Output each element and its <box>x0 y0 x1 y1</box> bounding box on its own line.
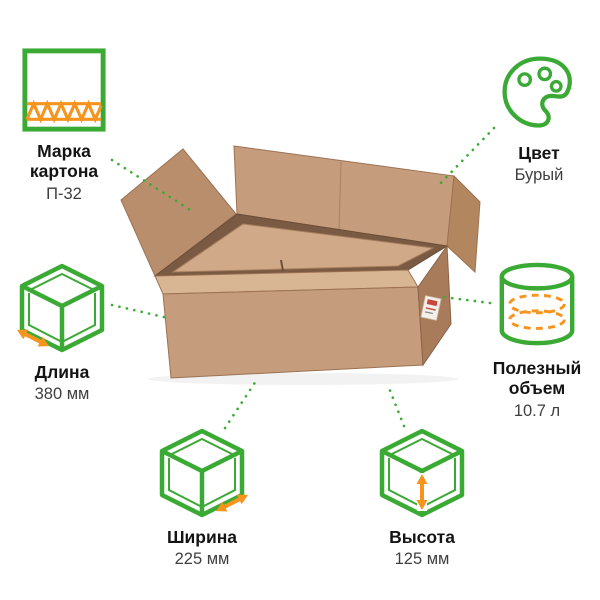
feature-label-line: объем <box>508 378 566 399</box>
feature-label: Цвет <box>518 143 559 163</box>
connector-width <box>223 379 258 430</box>
feature-label-line: картона <box>29 161 99 182</box>
feature-value: П-32 <box>46 184 82 203</box>
feature-color: Цвет Бурый <box>483 50 595 186</box>
feature-label-line: Полезный <box>492 358 582 378</box>
cardboard-box-photo <box>120 145 481 385</box>
feature-label: Высота <box>389 527 455 547</box>
feature-value: Бурый <box>514 166 564 185</box>
box-shadow <box>148 373 458 385</box>
feature-label-line: Длина <box>34 362 90 382</box>
width-arrow <box>215 494 248 512</box>
feature-cardboard-grade: Марка картона П-32 <box>8 46 120 204</box>
feature-label-line: Цвет <box>518 143 560 163</box>
cylinder-volume-icon <box>499 262 575 346</box>
feature-length: Длина 380 мм <box>4 260 120 405</box>
length-arrow <box>16 329 49 347</box>
feature-label-line: Ширина <box>166 527 238 547</box>
box-label-sticker <box>420 295 442 321</box>
connector-height <box>387 386 406 428</box>
cardboard-flute-icon <box>22 48 106 132</box>
feature-value: 380 мм <box>34 385 90 404</box>
height-arrow <box>416 473 427 511</box>
feature-label: Полезный объем <box>493 358 581 399</box>
connector-grade <box>110 158 197 215</box>
feature-label: Марка картона <box>30 141 98 182</box>
feature-label-line: Высота <box>389 527 455 547</box>
feature-value: 225 мм <box>174 550 230 569</box>
feature-value: 10.7 л <box>513 401 561 420</box>
feature-label: Длина <box>35 362 90 382</box>
box-3d-width-icon <box>159 428 248 518</box>
connector-length <box>110 303 170 320</box>
box-3d-length-icon <box>16 263 104 353</box>
feature-height: Высота 125 мм <box>363 425 481 570</box>
palette-icon <box>502 56 572 128</box>
feature-value: 125 мм <box>394 550 450 569</box>
feature-label: Ширина <box>167 527 237 547</box>
feature-width: Ширина 225 мм <box>143 425 261 570</box>
box-3d-height-icon <box>379 428 464 518</box>
feature-label-line: Марка <box>37 141 91 161</box>
feature-volume: Полезный объем 10.7 л <box>477 258 597 421</box>
